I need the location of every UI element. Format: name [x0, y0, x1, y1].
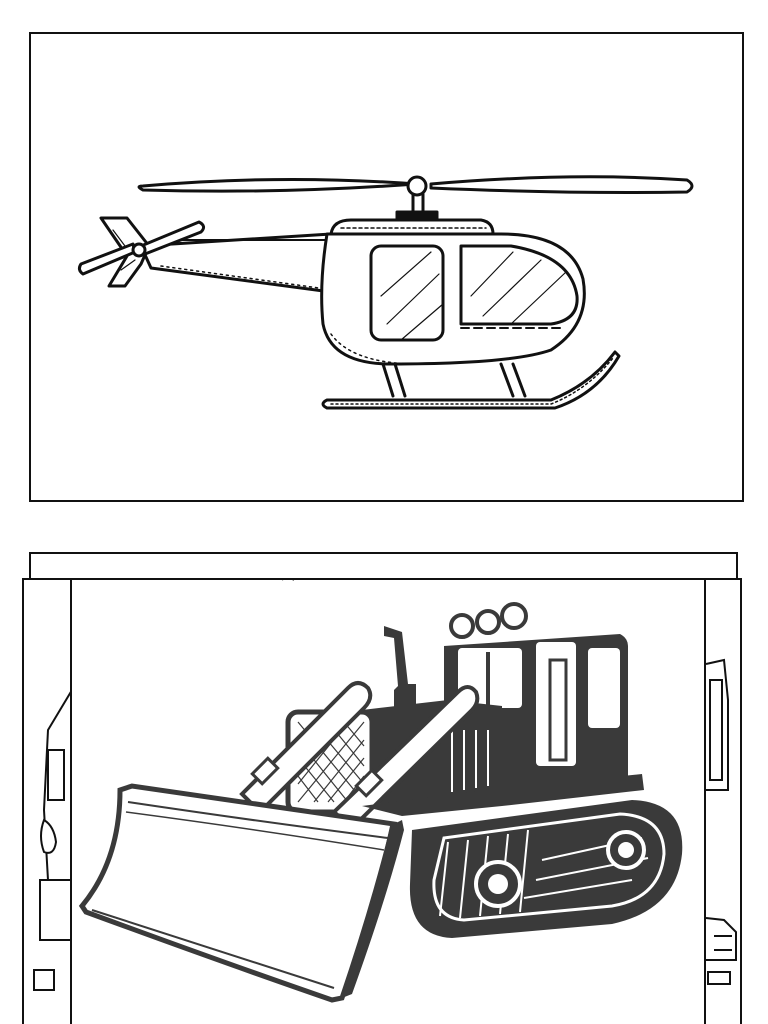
- exhaust-pipe: [384, 626, 416, 710]
- rotor-hub: [406, 175, 428, 197]
- partial-vehicle-right: [705, 658, 737, 985]
- helicopter-illustration: [77, 175, 694, 410]
- tail-rotor-blade-up: [139, 220, 206, 256]
- bulldozer-panel: [70, 578, 706, 1024]
- back-panel-right-strip: [702, 578, 742, 1024]
- back-panel-left-strip: [22, 578, 74, 1024]
- front-window: [459, 244, 579, 326]
- partial-vehicle-left: [33, 689, 73, 991]
- hydraulic-arms: [239, 681, 480, 831]
- body-deck: [362, 774, 644, 816]
- cab-light-2: [475, 609, 501, 635]
- engine-cowling: [329, 218, 495, 236]
- main-rotor-blade-right: [429, 175, 694, 194]
- main-rotor-blade-left: [137, 177, 418, 193]
- dozer-blade: [78, 783, 404, 1003]
- skid-strut-rear: [381, 362, 407, 398]
- skid-strut-front: [499, 362, 527, 398]
- side-window: [369, 244, 445, 342]
- crawler-track: [409, 800, 683, 938]
- cab-window-side: [588, 648, 620, 728]
- cab-light-1: [449, 613, 475, 639]
- helicopter-panel: [29, 32, 744, 502]
- bulldozer-illustration: [78, 580, 683, 1003]
- landing-skid: [321, 350, 621, 410]
- tail-rotor-hub: [131, 242, 147, 258]
- tail-rotor-blade-down: [77, 242, 137, 276]
- cab-light-3: [500, 602, 528, 630]
